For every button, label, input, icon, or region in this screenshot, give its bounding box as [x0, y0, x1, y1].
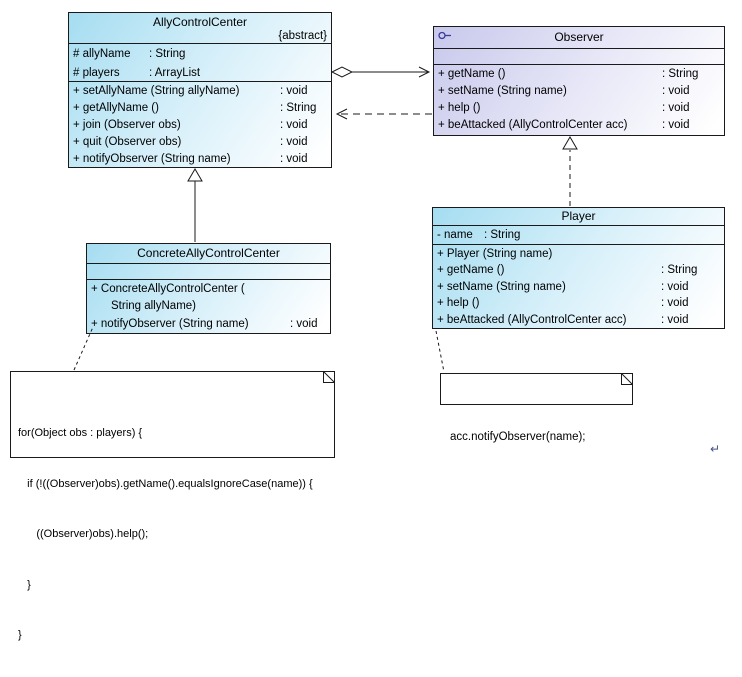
method-signature: + getAllyName () — [73, 102, 159, 114]
note-code-line: ((Observer)obs).help(); — [18, 528, 149, 541]
method-return-type: : void — [290, 317, 318, 330]
class-player: Player - name : String + Player (String … — [432, 207, 725, 329]
class-header-player: Player — [433, 208, 724, 225]
class-name: Observer — [554, 30, 604, 44]
method-return-type: : void — [662, 85, 690, 97]
note-code-line: acc.notifyObserver(name); — [450, 431, 586, 443]
note-fold-corner-icon — [621, 373, 633, 385]
abstract-stereotype: {abstract} — [278, 30, 327, 42]
attribute-type: : String — [149, 48, 186, 60]
method-return-type: : void — [661, 280, 689, 293]
method-row: + notifyObserver (String name) : void — [73, 151, 327, 168]
method-signature: + setName (String name) — [437, 280, 566, 293]
method-return-type: : String — [662, 68, 699, 80]
method-row: + setName (String name) : void — [437, 279, 720, 295]
method-signature: + beAttacked (AllyControlCenter acc) — [438, 119, 628, 131]
note-notify-call-code: acc.notifyObserver(name); — [440, 373, 633, 443]
note-anchor-line-right — [435, 330, 445, 373]
method-return-type: : void — [661, 313, 689, 326]
method-row-wrapped: String allyName) — [91, 298, 326, 315]
method-signature: + quit (Observer obs) — [73, 136, 182, 148]
method-signature: + Player (String name) — [437, 247, 553, 260]
class-name: ConcreteAllyControlCenter — [137, 246, 280, 260]
method-row: + quit (Observer obs) : void — [73, 134, 327, 151]
method-return-type: : void — [280, 119, 308, 131]
class-header-ally-control-center: AllyControlCenter {abstract} — [69, 13, 331, 43]
method-signature: + getName () — [437, 264, 505, 277]
method-return-type: : void — [661, 297, 689, 310]
method-signature: + help () — [438, 102, 481, 114]
class-ally-control-center: AllyControlCenter {abstract} # allyName … — [68, 12, 332, 168]
method-return-type: : void — [662, 102, 690, 114]
method-signature: + notifyObserver (String name) — [73, 153, 231, 165]
method-return-type: : void — [280, 136, 308, 148]
method-signature: + getName () — [438, 68, 506, 80]
attribute-type: : String — [484, 229, 521, 242]
attribute-row: # players : ArrayList — [73, 64, 327, 83]
class-header-observer: Observer — [434, 27, 724, 48]
method-return-type — [290, 298, 326, 315]
method-signature: String allyName) — [111, 300, 196, 313]
aggregation-association-arrow — [330, 66, 431, 78]
method-signature: + join (Observer obs) — [73, 119, 181, 131]
method-row: + getAllyName () : String — [73, 100, 327, 117]
uml-class-diagram: AllyControlCenter {abstract} # allyName … — [10, 12, 725, 641]
method-return-type — [290, 281, 326, 298]
generalization-arrow — [187, 168, 203, 242]
methods-compartment: + ConcreteAllyControlCenter ( String all… — [87, 278, 330, 333]
method-row: + join (Observer obs) : void — [73, 117, 327, 134]
method-signature: + setName (String name) — [438, 85, 567, 97]
realization-arrow — [562, 136, 578, 206]
attribute-row: - name : String — [437, 227, 720, 244]
note-code-line: } — [18, 578, 31, 591]
method-row: + notifyObserver (String name) : void — [91, 316, 326, 333]
method-signature: + beAttacked (AllyControlCenter acc) — [437, 313, 627, 326]
attributes-compartment: # allyName : String # players : ArrayLis… — [69, 43, 331, 81]
method-return-type: : void — [662, 119, 690, 131]
method-row: + help () : void — [437, 295, 720, 311]
method-row: + beAttacked (AllyControlCenter acc) : v… — [437, 312, 720, 328]
note-notify-loop-code: for(Object obs : players) { if (!((Obser… — [10, 371, 335, 641]
note-code-line: } — [18, 628, 22, 641]
attributes-compartment: - name : String — [433, 225, 724, 244]
method-row: + setName (String name) : void — [438, 83, 720, 100]
paragraph-return-mark: ↵ — [710, 442, 721, 456]
attribute-name: - name — [437, 229, 473, 242]
method-return-type: : void — [280, 85, 308, 97]
method-row: + ConcreteAllyControlCenter ( — [91, 281, 326, 298]
class-observer: Observer + getName () : String + setName… — [433, 26, 725, 136]
class-name: AllyControlCenter — [152, 15, 248, 29]
dependency-arrow — [335, 108, 432, 120]
attribute-type: : ArrayList — [149, 66, 201, 79]
methods-compartment: + setAllyName (String allyName) : void +… — [69, 81, 331, 168]
method-row: + getName () : String — [438, 66, 720, 83]
note-code-line: for(Object obs : players) { — [18, 427, 143, 440]
method-row: + Player (String name) — [437, 246, 720, 262]
attributes-compartment — [87, 263, 330, 279]
method-return-type — [661, 246, 720, 262]
method-row: + getName () : String — [437, 262, 720, 278]
class-concrete-ally-control-center: ConcreteAllyControlCenter + ConcreteAlly… — [86, 243, 331, 334]
method-row: + setAllyName (String allyName) : void — [73, 83, 327, 100]
method-return-type: : void — [280, 153, 308, 165]
interface-icon — [438, 31, 451, 40]
method-signature: + ConcreteAllyControlCenter ( — [91, 282, 245, 295]
attributes-compartment — [434, 48, 724, 64]
methods-compartment: + getName () : String + setName (String … — [434, 64, 724, 135]
method-return-type: : String — [280, 102, 317, 114]
class-header-concrete: ConcreteAllyControlCenter — [87, 244, 330, 263]
method-row: + beAttacked (AllyControlCenter acc) : v… — [438, 117, 720, 134]
class-name: Player — [561, 209, 596, 223]
attribute-name: # allyName — [73, 48, 131, 60]
attribute-row: # allyName : String — [73, 45, 327, 64]
method-signature: + setAllyName (String allyName) — [73, 85, 240, 97]
method-row: + help () : void — [438, 100, 720, 117]
methods-compartment: + Player (String name) + getName () : St… — [433, 243, 724, 328]
attribute-name: # players — [73, 66, 120, 79]
note-fold-corner-icon — [323, 371, 335, 383]
note-code-line: if (!((Observer)obs).getName().equalsIgn… — [18, 477, 313, 490]
method-return-type: : String — [661, 264, 698, 277]
method-signature: + help () — [437, 297, 480, 310]
method-signature: + notifyObserver (String name) — [91, 317, 249, 330]
